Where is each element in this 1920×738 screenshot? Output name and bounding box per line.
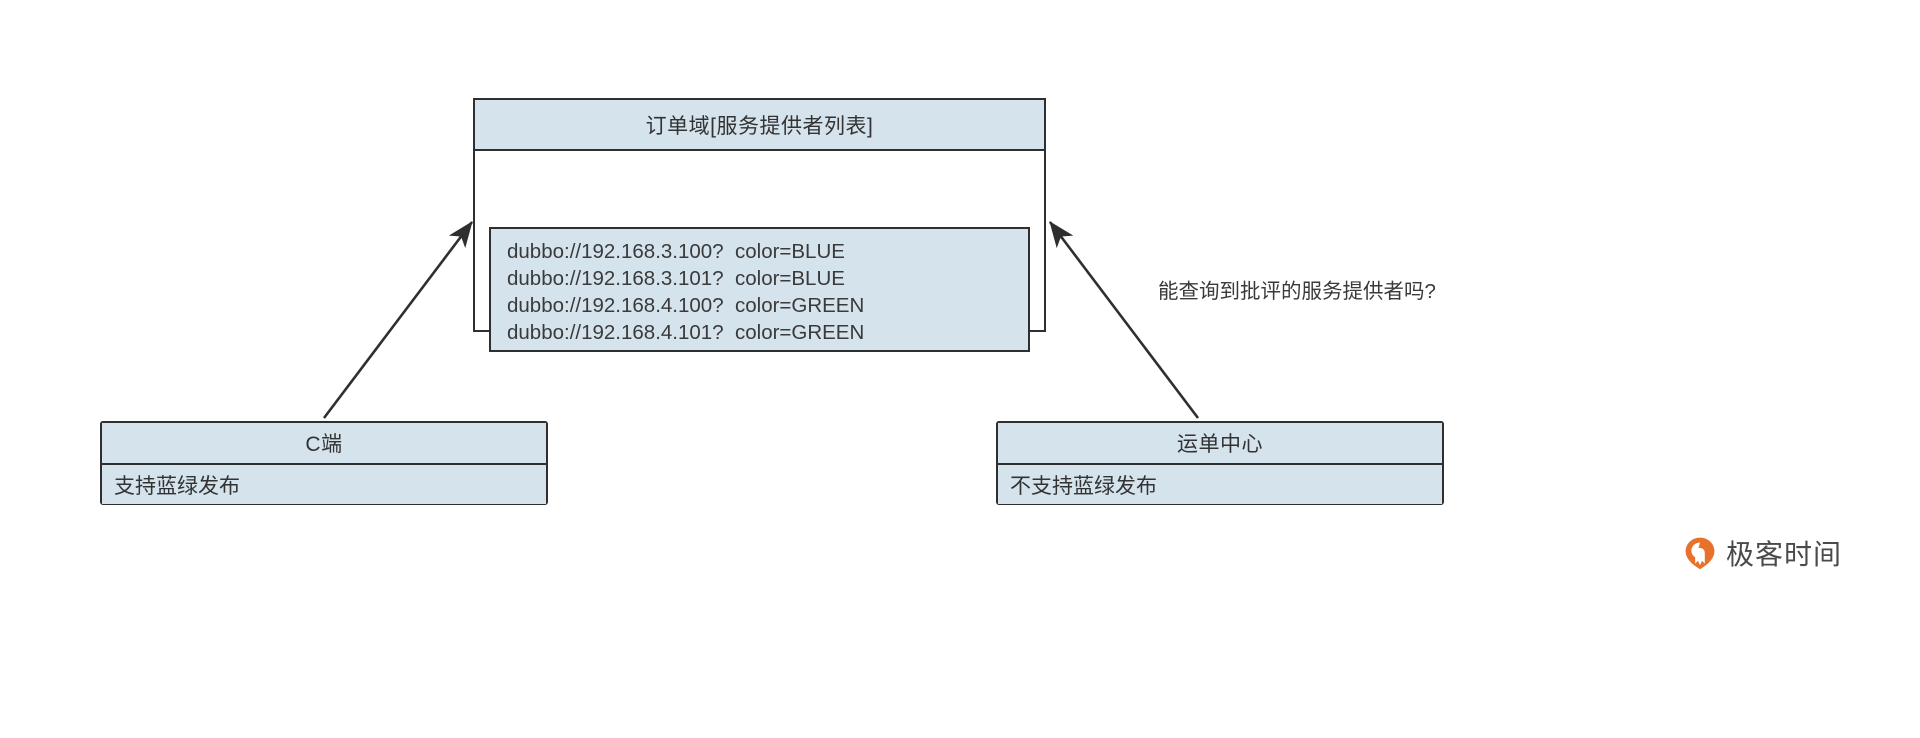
- brand-name: 极客时间: [1726, 539, 1843, 570]
- node-order-domain-title: 订单域[服务提供者列表]: [475, 100, 1044, 151]
- node-c-end-body: 支持蓝绿发布: [102, 465, 546, 504]
- provider-line: dubbo://192.168.3.101? color=BLUE: [507, 267, 845, 290]
- node-c-end-title: C端: [102, 423, 546, 465]
- node-waybill-center[interactable]: 运单中心 不支持蓝绿发布: [996, 421, 1444, 505]
- edge-cend-to-order-domain: [322, 221, 474, 419]
- node-waybill-center-title: 运单中心: [998, 423, 1442, 465]
- provider-line: dubbo://192.168.4.100? color=GREEN: [507, 294, 865, 317]
- edge-waybill-to-order-domain: [1048, 221, 1200, 419]
- annotation-question: 能查询到批评的服务提供者吗?: [1158, 280, 1436, 303]
- node-order-domain[interactable]: 订单域[服务提供者列表] dubbo://192.168.3.100? colo…: [473, 98, 1046, 352]
- provider-list-box[interactable]: dubbo://192.168.3.100? color=BLUE dubbo:…: [489, 227, 1030, 352]
- node-order-domain-body: dubbo://192.168.3.100? color=BLUE dubbo:…: [475, 151, 1044, 352]
- provider-line: dubbo://192.168.4.101? color=GREEN: [507, 321, 865, 344]
- node-waybill-center-body: 不支持蓝绿发布: [998, 465, 1442, 504]
- location-pin-icon: [1685, 537, 1715, 570]
- node-c-end[interactable]: C端 支持蓝绿发布: [100, 421, 548, 505]
- brand-logo: 极客时间: [1683, 533, 1842, 573]
- provider-line: dubbo://192.168.3.100? color=BLUE: [507, 240, 845, 263]
